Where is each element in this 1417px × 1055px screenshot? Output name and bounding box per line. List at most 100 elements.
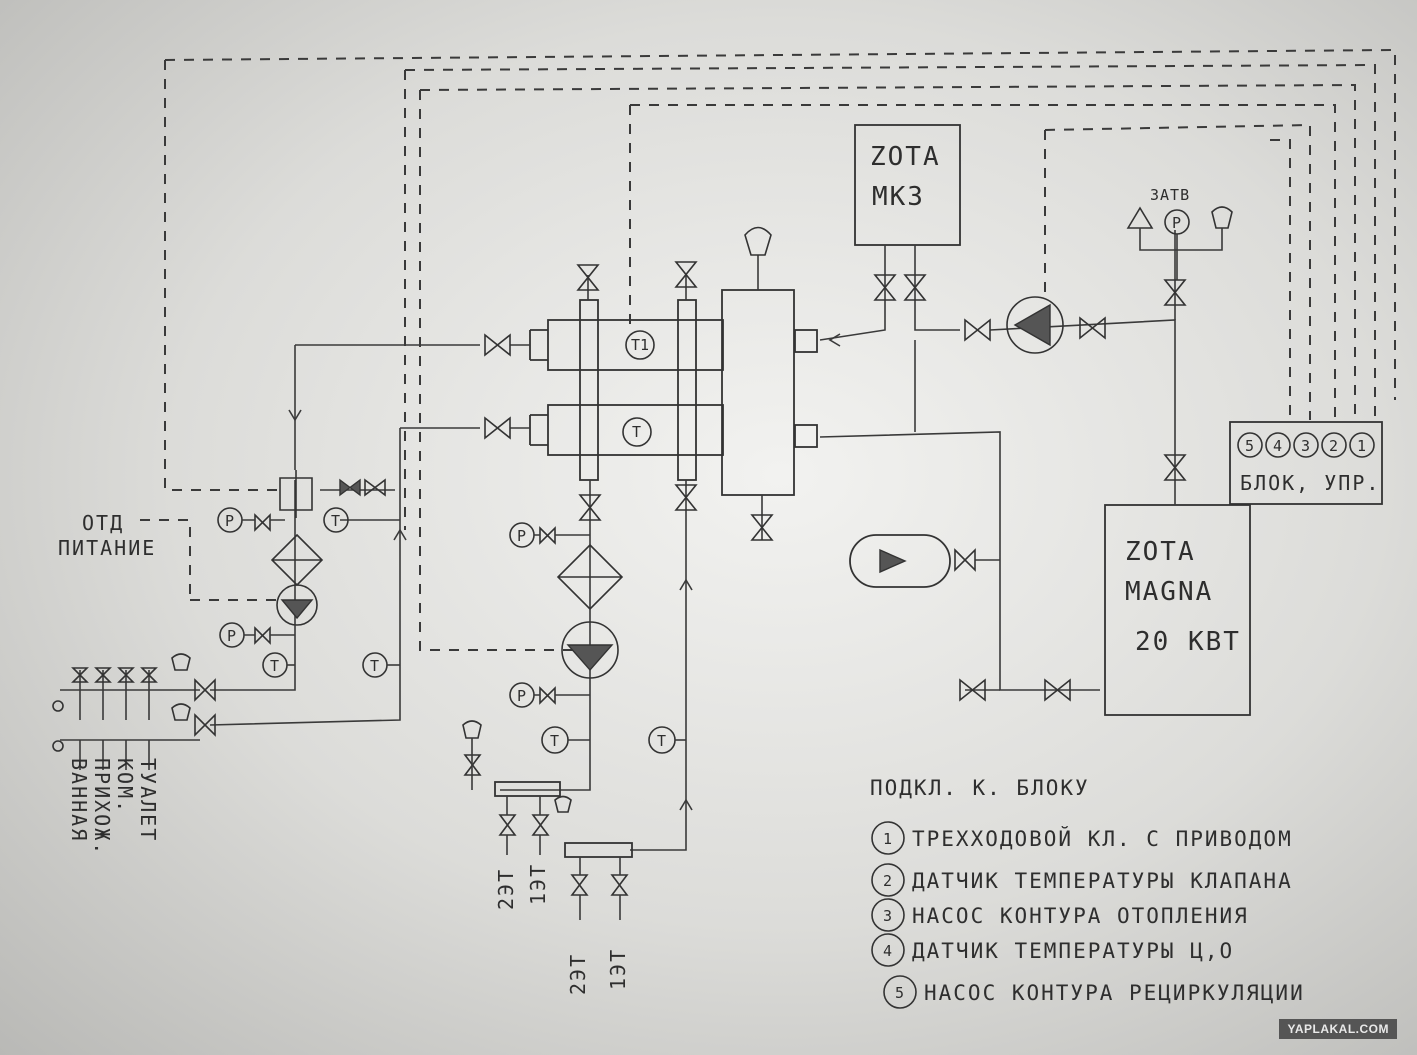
legend-item-num: 3 [883,907,892,925]
legend-item: 2 ДАТЧИК ТЕМПЕРАТУРЫ КЛАПАНА [871,863,1293,897]
terminal-label: 5 [1245,437,1254,455]
hydraulic-separator [721,289,818,496]
control-block-terminals: 5 4 3 2 1 [1237,432,1375,458]
air-vent [744,226,772,256]
valve [1163,454,1187,481]
valve [194,713,216,737]
filters [270,533,624,611]
floor-branch-label: 2ЭТ [494,868,518,910]
legend-item: 5 НАСОС КОНТУРА РЕЦИРКУЛЯЦИИ [883,975,1305,1009]
expansion-tank [849,534,951,588]
legend-item-num: 1 [883,830,892,848]
boiler-mk3-line2: MK3 [872,182,925,212]
three-way-valve [279,470,313,518]
valve [674,261,698,288]
collector-outlet-label: ТУАЛЕТ [136,758,160,842]
terminal-label: 1 [1357,437,1366,455]
boiler-magna-line3: 20 КВТ [1135,627,1241,657]
terminal-label: 3 [1301,437,1310,455]
valve [194,678,216,702]
valve [578,494,602,521]
valve [576,264,600,291]
filter-left [270,533,324,587]
sensor-t-label: T [270,657,279,675]
collector-outlet-label: ПРИХОЖ. [90,758,114,856]
sensor-t-label: T [370,657,379,675]
otd-pitanie-label-1: ОТД [82,511,124,535]
control-wires [140,48,1396,651]
legend-item-text: НАСОС КОНТУРА ОТОПЛЕНИЯ [912,904,1249,928]
valve [254,513,271,532]
control-wire-3-down [419,90,575,651]
legend: ПОДКЛ. К. БЛОКУ 1 ТРЕХХОДОВОЙ КЛ. С ПРИВ… [870,776,1305,1009]
valve [964,318,991,342]
terminal-label: 4 [1273,437,1282,455]
gauge-p-label: P [225,512,234,530]
boiler-magna: ZOTA MAGNA 20 КВТ [1104,504,1251,716]
sensor-t-label: T [657,732,666,750]
legend-item-text: ДАТЧИК ТЕМПЕРАТУРЫ КЛАПАНА [912,869,1293,893]
valve [1163,279,1187,306]
gauge-p-label: P [517,687,526,705]
control-wire-otd [140,519,191,600]
distribution-manifold: T1 T [529,299,724,481]
pump-recirculation [1006,296,1064,354]
collector-outlet-label: КОМ. [113,758,137,814]
valve [498,814,517,836]
control-wire-6 [1270,139,1291,420]
watermark: YAPLAKAL.COM [1279,1019,1397,1039]
boiler-magna-line2: MAGNA [1125,577,1213,607]
valve [610,874,629,896]
sensor-t-label: T [331,512,340,530]
valve [959,678,986,702]
valve [339,478,361,497]
valve [570,874,589,896]
legend-item-text: ДАТЧИК ТЕМПЕРАТУРЫ Ц,О [912,939,1234,963]
safety-valve [1126,206,1154,229]
pump-heating-circuit [561,621,619,679]
boiler-magna-line1: ZOTA [1125,537,1196,567]
control-block-label: БЛОК, УПР. [1240,471,1380,495]
sensor-t-label: T [550,732,559,750]
left-collector [52,667,158,770]
gauges: P T P T T P P T T P [217,209,1190,754]
air-vent [1211,206,1233,229]
valve [539,526,556,545]
boiler-mk3-line1: ZOTA [870,142,941,172]
valve [364,478,386,497]
sensor-t1-label: T1 [631,336,649,354]
air-vent [171,703,191,721]
legend-item-num: 5 [895,984,904,1002]
pump-left-circuit [276,584,318,626]
control-block: 5 4 3 2 1 БЛОК, УПР. [1229,421,1383,505]
legend-item-text: НАСОС КОНТУРА РЕЦИРКУЛЯЦИИ [924,981,1305,1005]
filter-center [556,543,624,611]
gauge-p-label: P [227,627,236,645]
valve [484,416,511,440]
collector-outlet-labels: ВАННАЯ ПРИХОЖ. КОМ. ТУАЛЕТ [67,758,160,856]
legend-item: 3 НАСОС КОНТУРА ОТОПЛЕНИЯ [871,898,1249,932]
air-vent [171,653,191,671]
valve [463,754,482,776]
legend-item-text: ТРЕХХОДОВОЙ КЛ. С ПРИВОДОМ [912,826,1293,851]
valve [531,814,550,836]
otd-pitanie-label-2: ПИТАНИЕ [58,536,156,560]
zatv-label: ЗАТВ [1150,186,1190,204]
gauge-p-label: P [517,527,526,545]
valve [873,274,897,301]
legend-item-num: 2 [883,872,892,890]
control-wire-5 [1044,123,1311,420]
legend-title: ПОДКЛ. К. БЛОКУ [870,776,1090,800]
control-wire-2 [404,63,1376,420]
pumps [276,296,1064,679]
terminal-label: 2 [1329,437,1338,455]
valve [954,548,976,572]
control-wire-1-down [164,60,280,491]
control-wire-3 [419,83,1356,420]
valve [903,274,927,301]
air-vent [554,795,572,813]
sensor-t-label: T [632,423,641,441]
collector-outlet-label: ВАННАЯ [67,758,91,842]
valve [254,626,271,645]
valve [539,686,556,705]
